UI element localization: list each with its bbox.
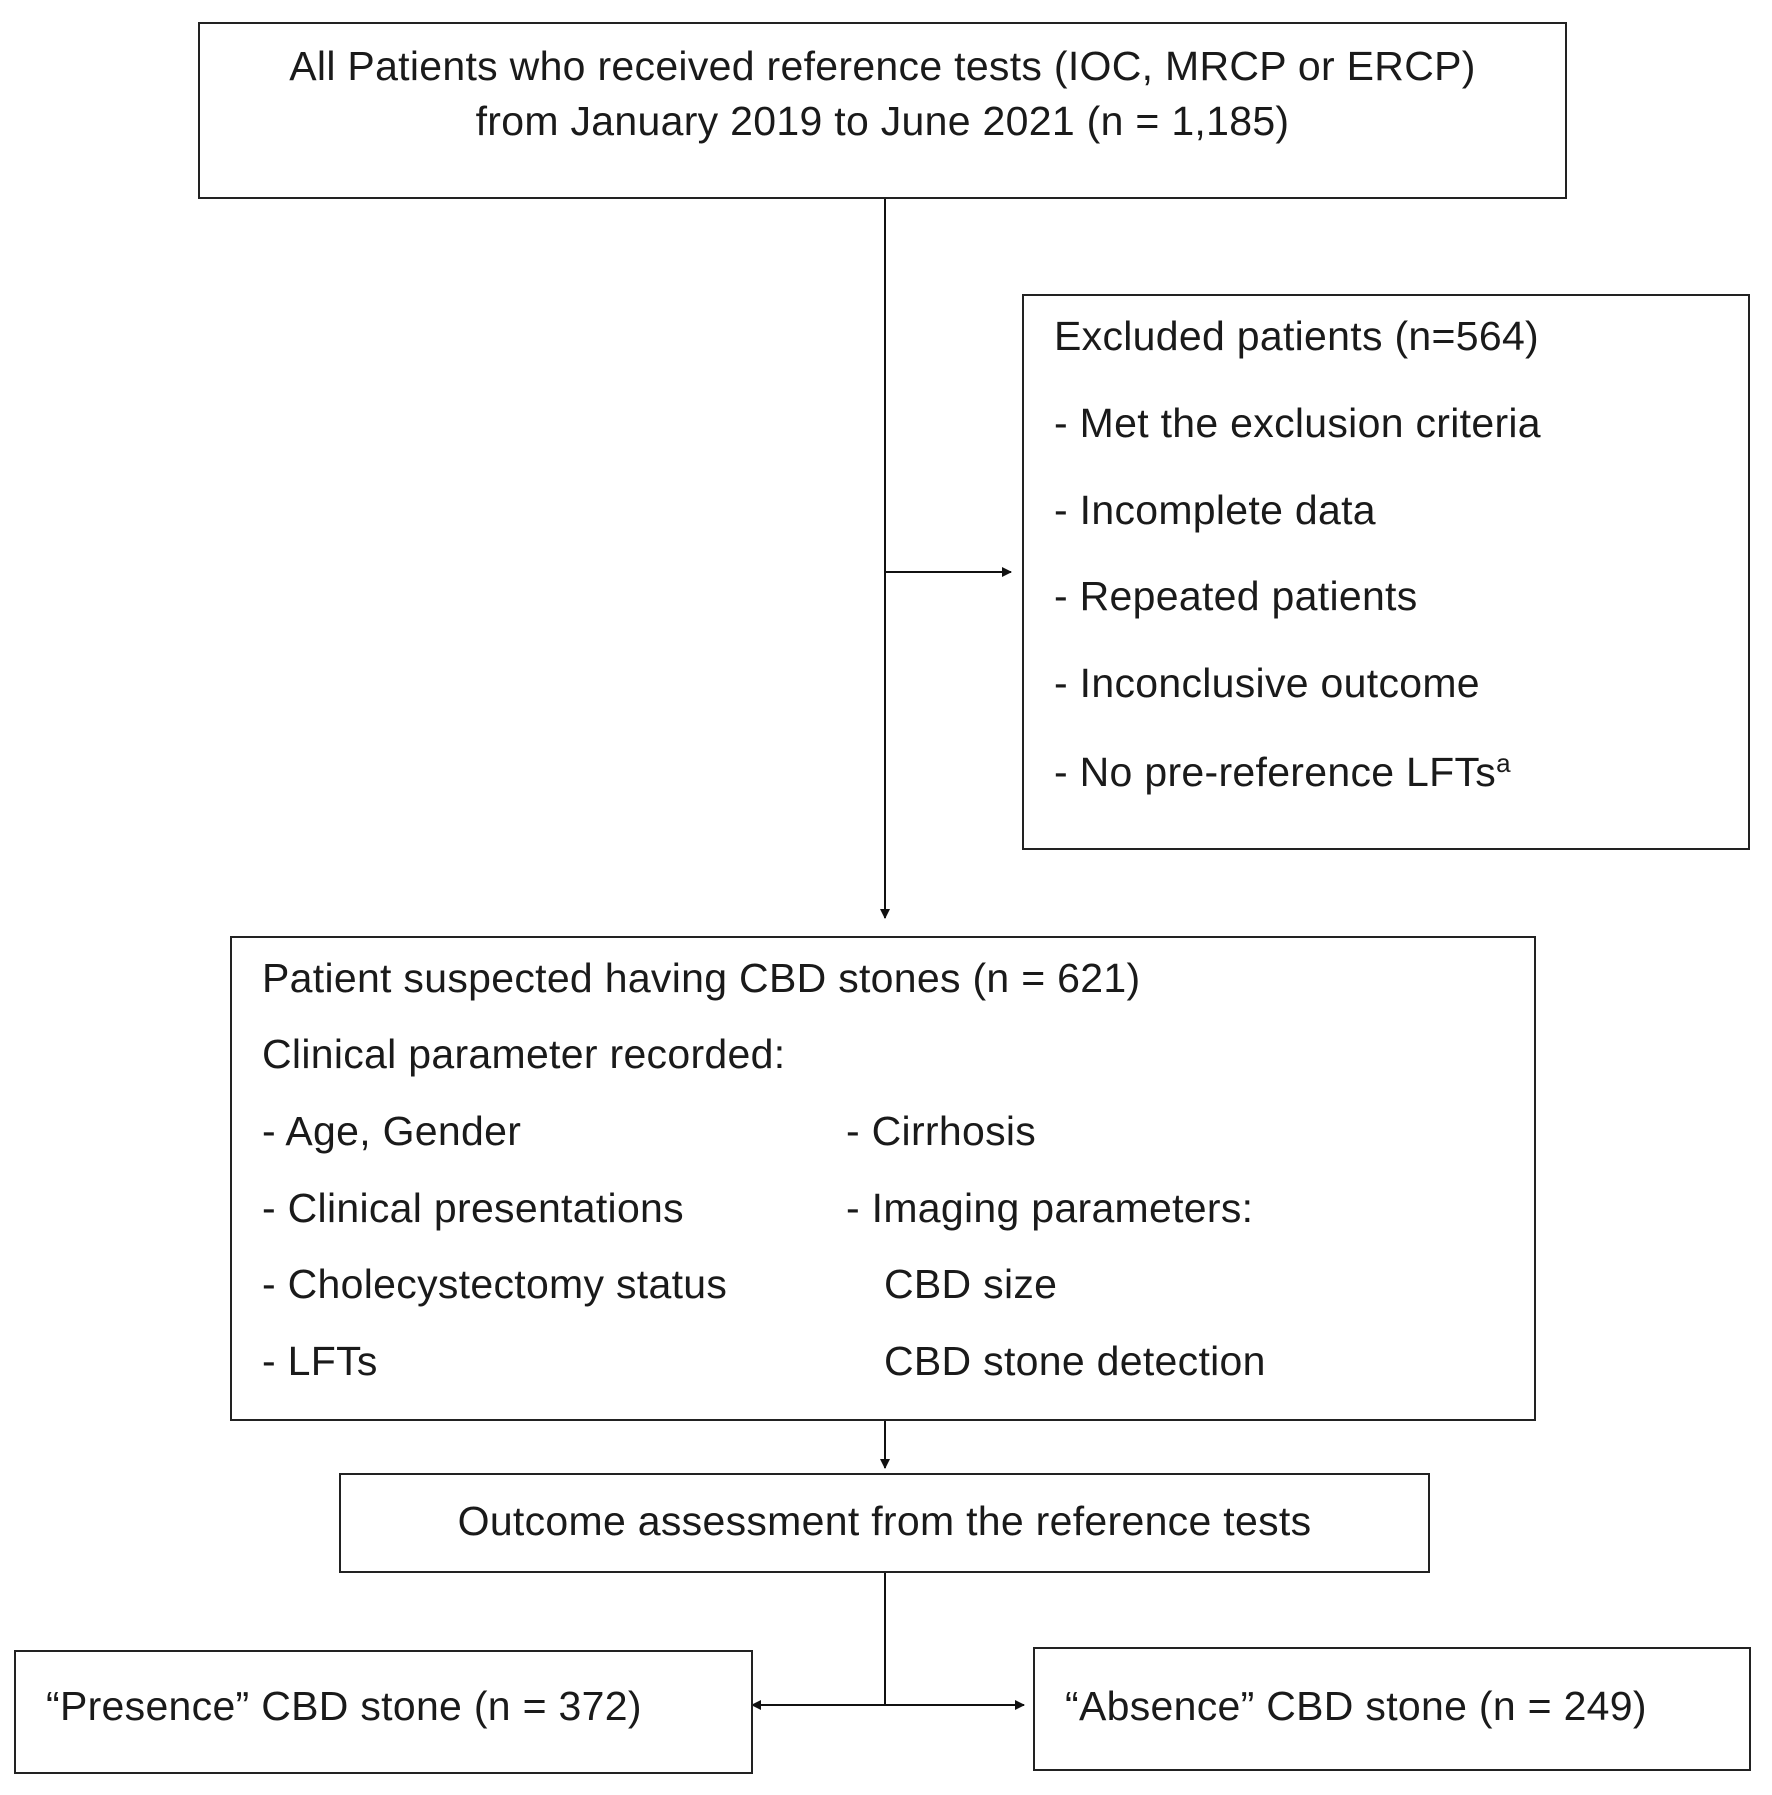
absence-cbd-box: “Absence” CBD stone (n = 249) <box>1033 1647 1751 1771</box>
excluded-patients-box: Excluded patients (n=564) - Met the excl… <box>1022 294 1750 850</box>
excluded-item-lfts: - No pre-reference LFTsa <box>1054 750 1511 793</box>
absence-label: “Absence” CBD stone (n = 249) <box>1065 1683 1647 1729</box>
suspected-title: Patient suspected having CBD stones (n =… <box>262 955 1141 1001</box>
all-patients-line2: from January 2019 to June 2021 (n = 1,18… <box>475 98 1290 144</box>
outcome-assessment-box: Outcome assessment from the reference te… <box>339 1473 1430 1573</box>
all-patients-box: All Patients who received reference test… <box>198 22 1567 199</box>
parameter-subitem: CBD size <box>884 1261 1058 1307</box>
parameter-item: - LFTs <box>262 1338 378 1384</box>
excluded-item: - Met the exclusion criteria <box>1054 400 1541 446</box>
all-patients-line1: All Patients who received reference test… <box>289 43 1476 89</box>
excluded-item: - Incomplete data <box>1054 487 1376 533</box>
presence-cbd-box: “Presence” CBD stone (n = 372) <box>14 1650 753 1774</box>
excluded-item-text: - No pre-reference LFTs <box>1054 749 1497 795</box>
parameter-item: - Clinical presentations <box>262 1185 684 1231</box>
parameter-subitem: CBD stone detection <box>884 1338 1266 1384</box>
footnote-marker: a <box>1496 748 1511 778</box>
presence-label: “Presence” CBD stone (n = 372) <box>46 1683 642 1729</box>
suspected-cbd-box: Patient suspected having CBD stones (n =… <box>230 936 1536 1421</box>
outcome-label: Outcome assessment from the reference te… <box>457 1498 1312 1544</box>
excluded-item: - Repeated patients <box>1054 573 1418 619</box>
parameter-item: - Cholecystectomy status <box>262 1261 728 1307</box>
excluded-item: - Inconclusive outcome <box>1054 660 1480 706</box>
parameter-item: - Imaging parameters: <box>846 1185 1254 1231</box>
excluded-title: Excluded patients (n=564) <box>1054 313 1540 359</box>
parameter-item: - Age, Gender <box>262 1108 522 1154</box>
parameter-item: - Cirrhosis <box>846 1108 1037 1154</box>
parameters-heading: Clinical parameter recorded: <box>262 1031 786 1077</box>
